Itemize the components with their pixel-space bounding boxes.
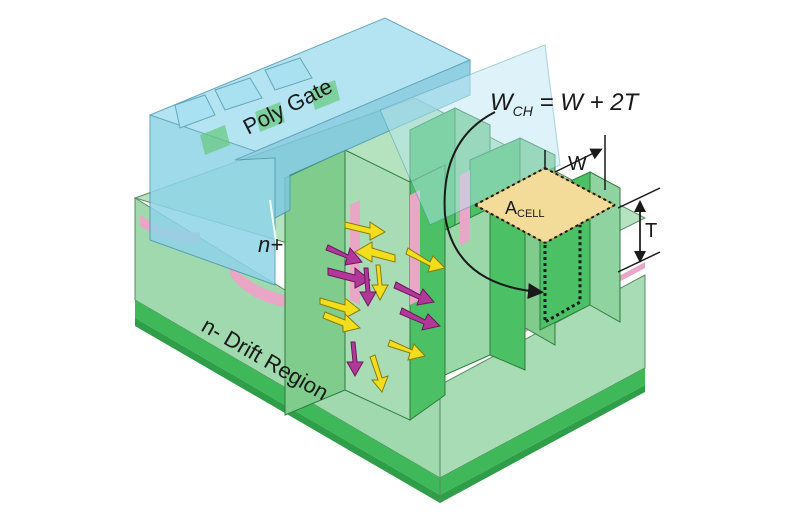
cell-area-region — [473, 167, 617, 244]
equation-rest: = W + 2T — [533, 89, 641, 116]
dimension-annotations — [443, 111, 661, 299]
width-label: W — [568, 153, 587, 175]
thickness-label: T — [645, 220, 657, 242]
poly-gate — [148, 17, 561, 286]
equation-subscript: CH — [513, 103, 534, 119]
current-flow-arrows — [319, 221, 446, 393]
n-plus-label: n+ — [258, 232, 283, 257]
channel-width-equation: WCH = W + 2T — [490, 89, 641, 119]
cell-area-label: ACELL — [505, 198, 545, 220]
cell-area-subscript: CELL — [517, 208, 545, 220]
equation-symbol: W — [490, 89, 515, 116]
cell-area-symbol: A — [505, 198, 517, 218]
channel-perimeter-outline — [543, 225, 582, 325]
